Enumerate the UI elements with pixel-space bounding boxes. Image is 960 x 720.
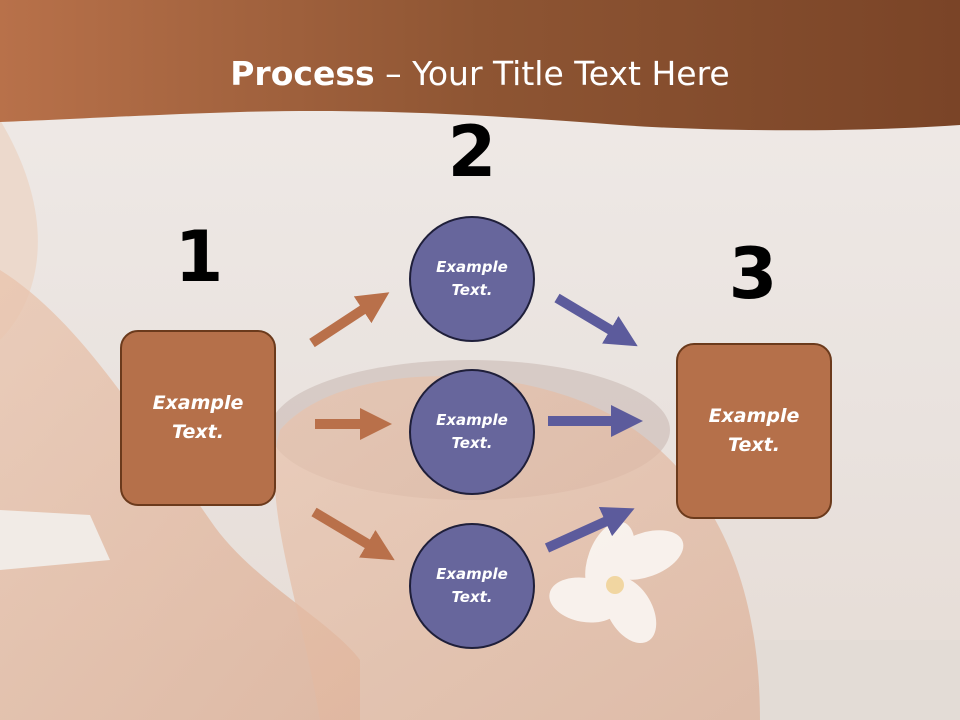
step-3-box: Example Text. [676, 343, 832, 519]
step-number-2: 2 [447, 111, 497, 193]
title-rest: – Your Title Text Here [374, 54, 730, 93]
step-1-text: Example Text. [152, 392, 244, 443]
arrow-from-bottom-circle [544, 507, 635, 553]
step-number-1: 1 [174, 216, 224, 298]
step-2-circle-middle: Example Text. [409, 369, 535, 495]
step-2-circle-top: Example Text. [409, 216, 535, 342]
arrow-to-top-circle [309, 292, 390, 348]
step-3-text: Example Text. [708, 405, 800, 456]
step-number-3: 3 [728, 233, 778, 315]
circle-middle-text: Example Text. [436, 411, 508, 452]
flower-icon [549, 521, 684, 644]
title-bold: Process [230, 54, 375, 93]
arrow-from-top-circle [554, 293, 638, 347]
circle-top-text: Example Text. [436, 258, 508, 299]
arrow-to-bottom-circle [311, 507, 395, 561]
step-2-circle-bottom: Example Text. [409, 523, 535, 649]
step-1-box: Example Text. [120, 330, 276, 506]
slide-title: Process – Your Title Text Here [0, 50, 960, 98]
circle-bottom-text: Example Text. [436, 565, 508, 606]
